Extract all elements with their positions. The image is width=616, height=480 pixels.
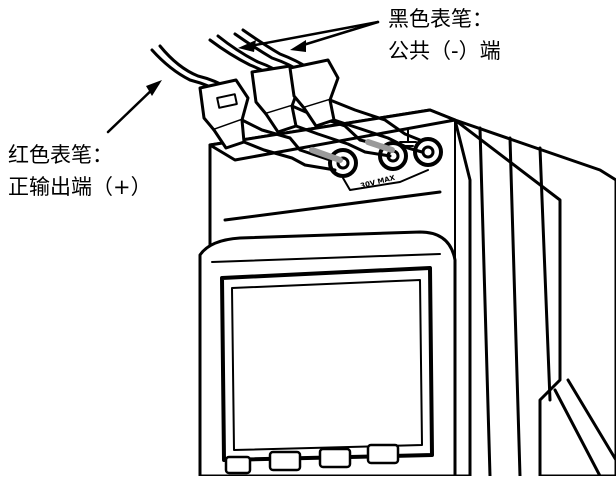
- black-probe-terminal: 公共（-）端: [388, 39, 501, 63]
- input-jacks: [328, 129, 443, 191]
- device-side-panel: [453, 118, 616, 478]
- arrow-black-1: [248, 20, 380, 48]
- probe-plugs: [198, 58, 424, 172]
- soft-keys: [224, 443, 400, 475]
- display-screen: [220, 266, 434, 462]
- red-probe-title: 红色表笔：: [8, 143, 113, 167]
- black-probe-title: 黑色表笔：: [388, 7, 493, 31]
- arrow-black-2: [298, 20, 380, 48]
- arrow-heads: [146, 40, 306, 96]
- red-probe-terminal: 正输出端（+）: [8, 175, 152, 199]
